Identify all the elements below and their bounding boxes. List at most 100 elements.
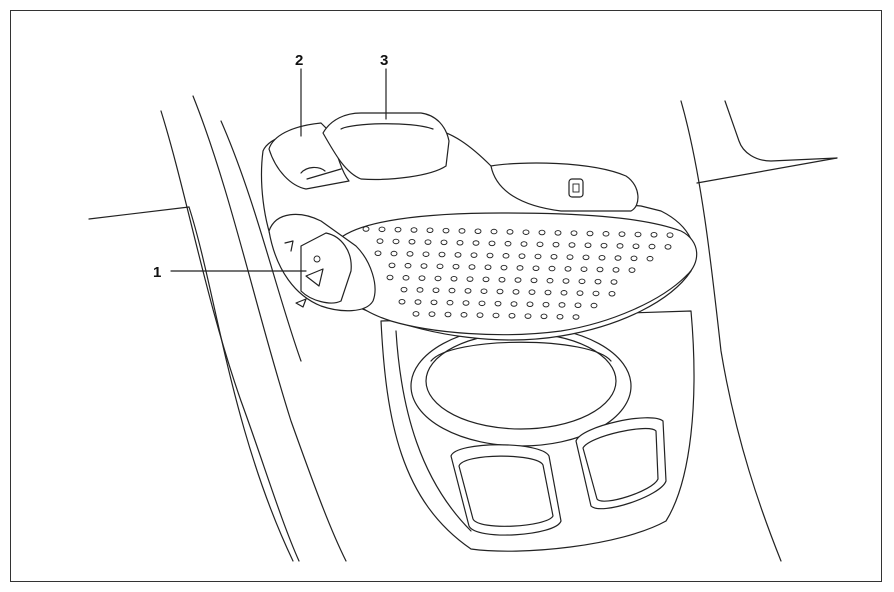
grip-dot	[394, 226, 402, 233]
grip-dot	[418, 275, 426, 281]
grip-dot	[442, 227, 450, 234]
grip-dot	[438, 251, 446, 258]
grip-dot	[634, 231, 642, 238]
grip-dots	[362, 226, 674, 320]
grip-dot	[456, 239, 464, 246]
grip-dot	[390, 250, 398, 257]
grip-dot	[450, 276, 458, 282]
grip-dot	[486, 252, 494, 259]
grip-panel	[338, 212, 698, 336]
grip-dot	[436, 263, 444, 270]
grip-dot	[466, 276, 474, 282]
grip-dot	[546, 277, 554, 284]
grip-dot	[524, 313, 532, 319]
grip-dot	[470, 252, 478, 258]
grip-dot	[608, 291, 616, 297]
grip-dot	[460, 312, 468, 318]
grip-dot	[612, 267, 620, 273]
grip-dot	[406, 251, 414, 257]
grip-dot	[550, 254, 558, 260]
grip-dot	[472, 240, 480, 246]
grip-dot	[532, 265, 540, 271]
grip-dot	[576, 290, 584, 296]
grip-dot	[434, 275, 442, 282]
grip-dot	[424, 239, 432, 245]
grip-dot	[534, 253, 542, 260]
grip-dot	[440, 239, 448, 246]
grip-dot	[512, 289, 520, 295]
grip-dot	[592, 290, 600, 297]
grip-dot	[516, 265, 524, 271]
grip-dot	[544, 289, 552, 296]
grip-dot	[444, 311, 452, 318]
callout-1: 1	[153, 264, 161, 281]
grip-dot	[476, 312, 484, 318]
grip-dot	[398, 298, 406, 305]
grip-dot	[548, 265, 556, 272]
callout-3: 3	[380, 52, 388, 69]
grip-dot	[468, 264, 476, 270]
callout-2: 2	[295, 52, 303, 69]
grip-dot	[526, 301, 534, 308]
grip-dot	[474, 228, 482, 234]
grip-dot	[518, 253, 526, 259]
grip-dot	[598, 254, 606, 261]
grip-dot	[650, 232, 658, 238]
grip-dot	[602, 231, 610, 237]
grip-dot	[500, 264, 508, 271]
grip-dot	[648, 243, 656, 250]
grip-dot	[376, 238, 384, 244]
grip-dot	[480, 288, 488, 294]
grip-dot	[568, 242, 576, 248]
grip-dot	[482, 276, 490, 283]
gear-selector-illustration: 2 3 1	[88, 52, 838, 562]
grip-dot	[540, 313, 548, 320]
grip-dot	[402, 275, 410, 281]
grip-dot	[520, 241, 528, 247]
grip-dot	[632, 243, 640, 249]
grip-dot	[574, 302, 582, 308]
grip-dot	[528, 289, 536, 295]
grip-dot	[522, 229, 530, 235]
grip-dot	[494, 300, 502, 307]
grip-dot	[590, 302, 598, 309]
grip-dot	[506, 229, 514, 235]
grip-dot	[420, 263, 428, 269]
grip-dot	[570, 230, 578, 236]
grip-dot	[392, 238, 400, 245]
grip-dot	[530, 277, 538, 284]
grip-dot	[446, 299, 454, 306]
grip-dot	[610, 279, 618, 285]
grip-dot	[552, 241, 560, 248]
grip-dot	[414, 299, 422, 305]
grip-dot	[614, 255, 622, 261]
grip-dot	[562, 278, 570, 284]
grip-dot	[558, 302, 566, 308]
grip-dot	[630, 255, 638, 262]
grip-dot	[430, 299, 438, 306]
grip-dot	[504, 240, 512, 247]
grip-dot	[508, 313, 516, 319]
grip-dot	[556, 313, 564, 320]
grip-dot	[386, 274, 394, 281]
grip-dot	[362, 226, 370, 232]
grip-dot	[428, 311, 436, 317]
grip-dot	[600, 242, 608, 249]
grip-dot	[566, 254, 574, 260]
grip-dot	[580, 266, 588, 272]
grip-dot	[666, 232, 674, 238]
grip-dot	[584, 242, 592, 249]
grip-dot	[594, 278, 602, 285]
grip-dot	[492, 312, 500, 319]
grip-dot	[478, 300, 486, 307]
grip-dot	[538, 229, 546, 236]
grip-dot	[408, 239, 416, 245]
grip-dot	[510, 301, 518, 307]
grip-dot	[448, 287, 456, 294]
grip-dot	[464, 288, 472, 294]
grip-dot	[462, 300, 470, 306]
grip-dot	[664, 244, 672, 250]
grip-dot	[514, 277, 522, 283]
grip-dot	[404, 262, 412, 269]
button-3	[322, 112, 450, 180]
